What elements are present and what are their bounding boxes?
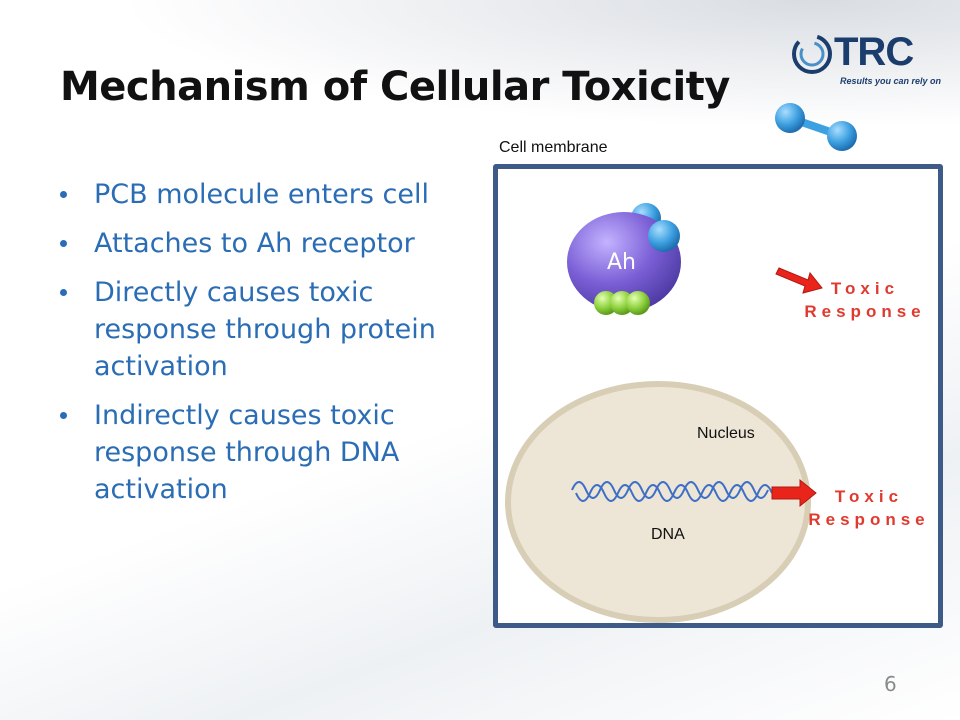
bullet-item: Directly causes toxic response through p… xyxy=(60,274,460,385)
bullet-item: Indirectly causes toxic response through… xyxy=(60,397,460,508)
dna-label: DNA xyxy=(651,526,685,543)
cell-membrane-box xyxy=(493,164,943,628)
toxic-response-word: Response xyxy=(808,510,930,529)
logo-swirl-icon xyxy=(792,34,832,74)
ah-receptor-label: Ah xyxy=(607,250,636,275)
toxic-response-protein: Toxic Response xyxy=(800,277,930,323)
bullet-list: PCB molecule enters cell Attaches to Ah … xyxy=(60,176,460,520)
bullet-dot xyxy=(60,412,67,419)
toxic-response-word: Toxic xyxy=(830,279,900,298)
bullet-dot xyxy=(60,289,67,296)
logo-tagline: Results you can rely on xyxy=(840,76,942,86)
bullet-text: PCB molecule enters cell xyxy=(94,179,429,210)
page-title: Mechanism of Cellular Toxicity xyxy=(60,64,730,110)
logo-name: TRC xyxy=(834,30,914,74)
bullet-item: PCB molecule enters cell xyxy=(60,176,460,213)
toxic-response-dna: Toxic Response xyxy=(804,485,934,531)
bullet-dot xyxy=(60,240,67,247)
trc-logo: TRC Results you can rely on xyxy=(790,30,942,90)
bullet-text: Attaches to Ah receptor xyxy=(94,228,415,259)
bullet-item: Attaches to Ah receptor xyxy=(60,225,460,262)
bullet-text: Indirectly causes toxic response through… xyxy=(94,400,400,505)
toxic-response-word: Response xyxy=(804,302,926,321)
toxic-response-word: Toxic xyxy=(834,487,904,506)
nucleus-label: Nucleus xyxy=(697,425,755,442)
cell-membrane-label: Cell membrane xyxy=(499,139,608,156)
bullet-dot xyxy=(60,191,67,198)
page-number: 6 xyxy=(884,672,897,696)
bullet-text: Directly causes toxic response through p… xyxy=(94,277,436,382)
